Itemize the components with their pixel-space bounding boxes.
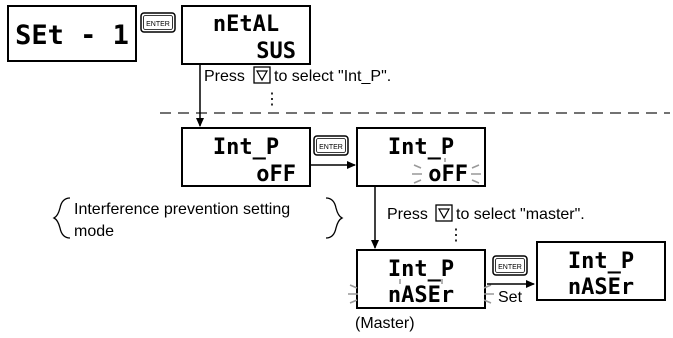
down-arrow-key-icon bbox=[435, 204, 453, 222]
display-intp-master-line2: nASEr bbox=[568, 275, 634, 300]
display-set1: SEt - 1 bbox=[7, 5, 137, 62]
display-set1-text: SEt - 1 bbox=[15, 20, 129, 51]
bracket-left bbox=[52, 197, 71, 239]
press-label-2a: Press bbox=[387, 206, 428, 223]
enter-key-icon: ENTER bbox=[313, 135, 349, 156]
display-intp-master-blinking: Int_P nASEr bbox=[348, 249, 494, 309]
display-metal-line1: nEtAL bbox=[213, 12, 279, 37]
enter-key-label: ENTER bbox=[319, 144, 343, 151]
display-metal-line2: SUS bbox=[256, 39, 296, 64]
blink-rays-icon bbox=[348, 279, 494, 304]
press-label-2b: to select "master". bbox=[456, 206, 585, 223]
bracket-right bbox=[325, 197, 344, 239]
display-intp-master-blink-line2: nASEr bbox=[388, 283, 454, 308]
enter-key-label: ENTER bbox=[146, 21, 170, 28]
set-label: Set bbox=[498, 289, 523, 306]
vdots-1: ⋮ bbox=[264, 91, 280, 108]
master-caption: (Master) bbox=[355, 315, 415, 332]
display-intp-off-blink-line1: Int_P bbox=[388, 135, 454, 160]
mode-label-line1: Interference prevention setting bbox=[74, 201, 290, 218]
blink-rays-icon bbox=[412, 158, 481, 184]
enter-key-icon: ENTER bbox=[492, 255, 528, 276]
display-intp-off-blinking: Int_P oFF bbox=[356, 127, 486, 187]
press-label-1b: to select "Int_P". bbox=[274, 68, 391, 85]
display-intp-off: Int_P oFF bbox=[181, 127, 311, 187]
down-arrow-key-icon bbox=[253, 66, 271, 84]
display-intp-master-blink-line1: Int_P bbox=[388, 257, 454, 282]
enter-key-label: ENTER bbox=[498, 264, 522, 271]
display-intp-master-line1: Int_P bbox=[568, 249, 634, 274]
display-metal: nEtAL SUS bbox=[181, 5, 311, 65]
enter-key-icon: ENTER bbox=[140, 12, 176, 33]
display-intp-off-blink-line2: oFF bbox=[428, 162, 468, 187]
press-label-1a: Press bbox=[204, 68, 245, 85]
display-intp-off-line1: Int_P bbox=[213, 135, 279, 160]
vdots-2: ⋮ bbox=[448, 227, 464, 244]
mode-label-line2: mode bbox=[74, 223, 114, 240]
display-intp-off-line2: oFF bbox=[256, 162, 296, 187]
display-intp-master: Int_P nASEr bbox=[536, 241, 666, 301]
